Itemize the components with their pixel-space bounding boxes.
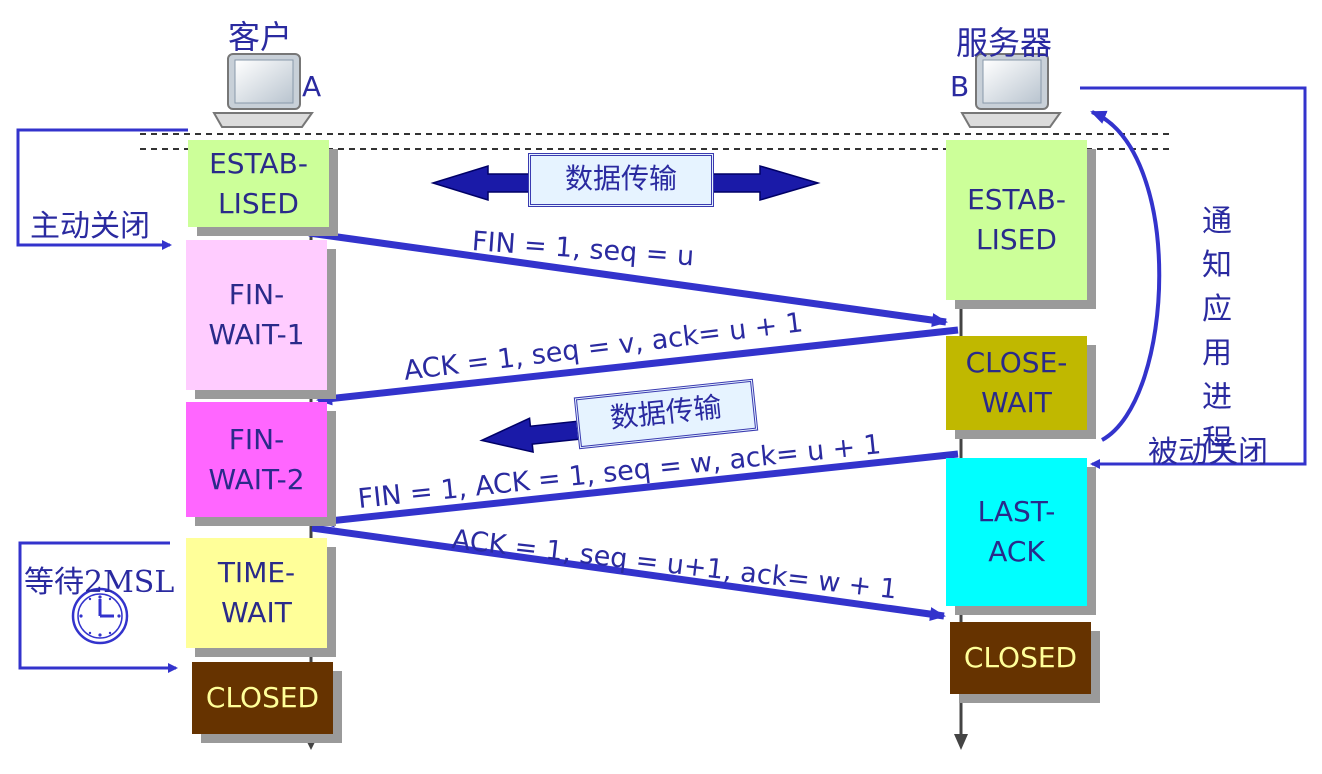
msg-ack-arrow — [316, 326, 959, 406]
server-state-last-ack: LAST- ACK — [946, 458, 1087, 606]
server-timeline-arrowhead — [954, 734, 968, 750]
server-state-closed: CLOSED — [950, 622, 1091, 694]
client-title: 客户 — [228, 18, 293, 56]
notify-app-label: 通知应用进程 — [1202, 204, 1232, 459]
client-state-fin-wait-1: FIN- WAIT-1 — [186, 240, 327, 390]
passive-close-bracket — [1080, 86, 1307, 469]
notify-app-arrow — [1090, 110, 1162, 442]
active-close-bracket — [16, 128, 188, 250]
active-close-label: 主动关闭 — [30, 209, 150, 244]
client-timeline-arrowhead — [304, 736, 318, 750]
wait-2msl-bracket — [18, 541, 178, 673]
msg-fin-ack-arrow — [318, 450, 959, 528]
server-letter: B — [950, 70, 970, 103]
msg-final-ack-arrow — [311, 524, 946, 622]
client-state-fin-wait-2: FIN- WAIT-2 — [186, 402, 327, 517]
client-laptop-icon — [212, 53, 314, 128]
server-state-established: ESTAB- LISED — [946, 140, 1087, 300]
clock-icon — [71, 587, 129, 645]
msg-fin-arrow — [308, 229, 948, 327]
client-letter: A — [302, 70, 322, 103]
server-laptop-icon — [960, 53, 1062, 128]
data-transfer-banner: 数据传输 — [528, 153, 714, 207]
server-state-close-wait: CLOSE- WAIT — [946, 336, 1087, 430]
client-state-closed: CLOSED — [192, 662, 333, 734]
client-state-established: ESTAB- LISED — [188, 140, 329, 227]
client-state-time-wait: TIME- WAIT — [186, 538, 327, 648]
server-title: 服务器 — [956, 24, 1053, 62]
passive-close-label: 被动关闭 — [1148, 435, 1268, 470]
wait-2msl-label: 等待2MSL — [24, 565, 175, 600]
